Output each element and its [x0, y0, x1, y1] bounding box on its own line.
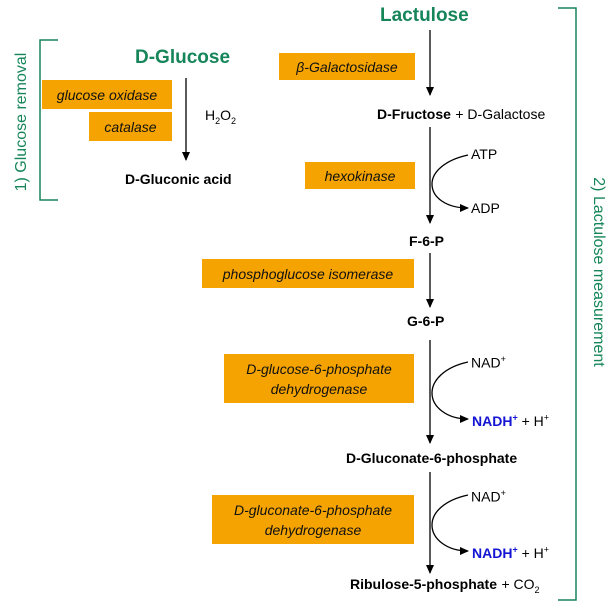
d-glucose-label: D-Glucose: [135, 47, 231, 68]
phosphoglucose-isomerase-box: phosphoglucose isomerase: [202, 259, 414, 288]
f6p-label: F-6-P: [409, 233, 444, 249]
hexokinase-box: hexokinase: [305, 162, 415, 189]
g6pdh-line2: dehydrogenase: [270, 380, 368, 397]
g6pdh-line1: D-glucose-6-phosphate: [246, 360, 392, 377]
glucose-removal-bracket: [39, 39, 58, 201]
g6p-label: G-6-P: [407, 313, 445, 329]
g6pdh-box: D-glucose-6-phosphate dehydrogenase: [224, 354, 414, 403]
6pgdh-line2: dehydrogenase: [264, 521, 362, 538]
nadh-line-2: NADH+ + H+: [472, 544, 549, 561]
plus-h-label-1: + H+: [521, 412, 550, 429]
h2o2-label: H2O2: [205, 107, 237, 126]
plus-co2-label: + CO2: [501, 576, 540, 595]
d-fructose-label: D-Fructose: [377, 106, 451, 122]
nad-label-2: NAD+: [471, 488, 506, 505]
nadh-line-1: NADH+ + H+: [472, 412, 549, 429]
nad-nadh-curve-1: [431, 361, 469, 423]
ribulose-5-phosphate-label: Ribulose-5-phosphate: [350, 576, 498, 592]
ribulose-line: Ribulose-5-phosphate + CO2: [350, 576, 540, 595]
plus-galactose-label: + D-Galactose: [455, 106, 546, 122]
adp-label: ADP: [471, 200, 500, 216]
d-gluconic-acid-label: D-Gluconic acid: [125, 171, 232, 187]
atp-adp-curve: [431, 154, 469, 212]
fructose-line: D-Fructose + D-Galactose: [377, 106, 545, 124]
d-gluconate-6-phosphate-label: D-Gluconate-6-phosphate: [346, 450, 518, 466]
6pgdh-line1: D-gluconate-6-phosphate: [234, 501, 392, 518]
nadh-label-2: NADH+: [472, 544, 518, 561]
glucose-oxidase-box: glucose oxidase: [42, 80, 172, 109]
glucose-removal-label: 1) Glucose removal: [13, 52, 30, 192]
atp-label: ATP: [471, 146, 498, 162]
lactulose-measurement-label: 2) Lactulose measurement: [590, 177, 607, 367]
6pgdh-box: D-gluconate-6-phosphate dehydrogenase: [212, 495, 414, 544]
plus-h-label-2: + H+: [521, 544, 550, 561]
nadh-label-1: NADH+: [472, 412, 518, 429]
lactulose-measurement-bracket: [558, 7, 577, 601]
nad-label-1: NAD+: [471, 354, 506, 371]
beta-galactosidase-box: β-Galactosidase: [279, 53, 415, 80]
catalase-box: catalase: [89, 112, 172, 141]
lactulose-label: Lactulose: [380, 5, 469, 26]
nad-nadh-curve-2: [431, 494, 469, 555]
